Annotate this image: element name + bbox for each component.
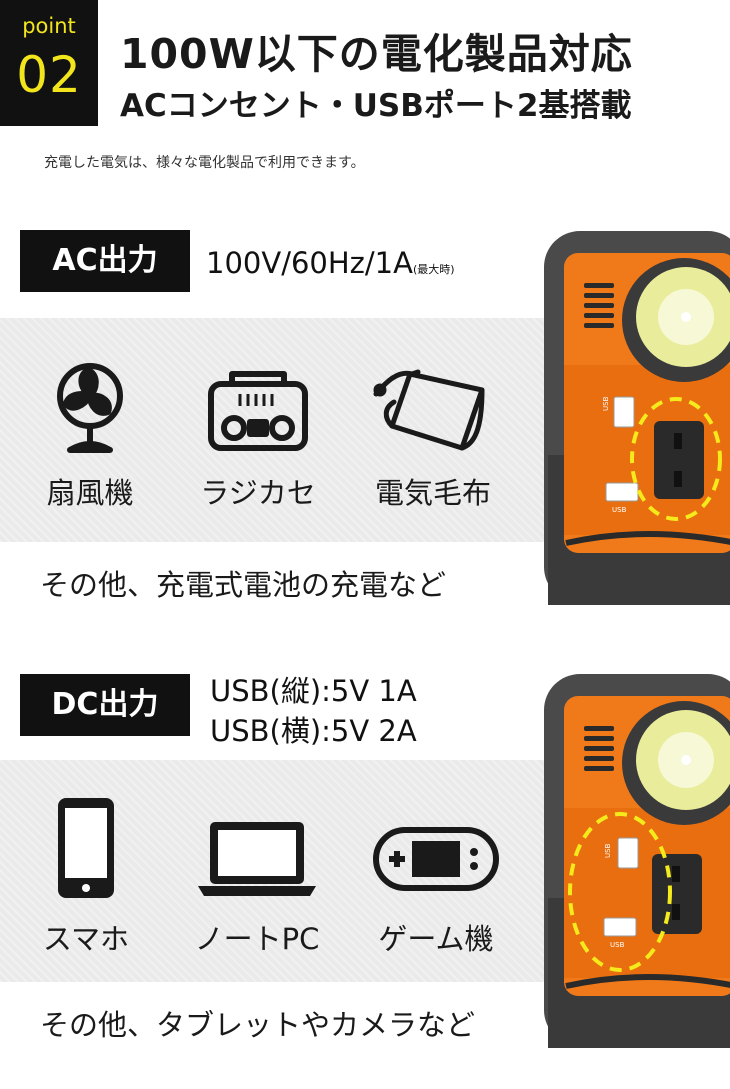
page-description: 充電した電気は、様々な電化製品で利用できます。 — [44, 155, 365, 171]
electric-blanket-icon — [370, 360, 490, 460]
dc-spec-line-2: USB(横):5V 2A — [210, 714, 417, 748]
fan-icon — [40, 358, 140, 458]
dc-other-text: その他、タブレットやカメラなど — [40, 1008, 476, 1042]
laptop-label: ノートPC — [194, 922, 320, 956]
ac-device-usb-label-2: USB — [612, 506, 627, 514]
radio-cassette-icon — [206, 364, 310, 454]
device-image-dc: USB USB — [536, 668, 730, 1048]
radio-label: ラジカセ — [200, 476, 316, 510]
point-number: 02 — [16, 46, 82, 104]
device-image-ac: USB USB — [536, 225, 730, 605]
dc-spec-line-1: USB(縦):5V 1A — [210, 674, 417, 708]
page-subtitle: ACコンセント・USBポート2基搭載 — [120, 88, 632, 124]
ac-spec-note: (最大時) — [412, 263, 455, 276]
page-title: 100W以下の電化製品対応 — [120, 30, 633, 78]
smartphone-icon — [56, 796, 116, 900]
laptop-icon — [196, 820, 318, 898]
smartphone-label: スマホ — [42, 922, 130, 956]
dc-device-usb-label-1: USB — [604, 843, 612, 858]
point-word: point — [22, 14, 76, 38]
ac-other-text: その他、充電式電池の充電など — [40, 568, 447, 602]
game-console-icon — [372, 826, 500, 892]
dc-output-label: DC出力 — [20, 674, 190, 736]
point-badge: point 02 — [0, 0, 98, 126]
ac-output-spec: 100V/60Hz/1A(最大時) — [206, 246, 455, 280]
game-console-label: ゲーム機 — [378, 922, 494, 956]
ac-spec-main: 100V/60Hz/1A — [206, 246, 413, 280]
ac-device-usb-label-1: USB — [602, 396, 610, 411]
dc-device-usb-label-2: USB — [610, 941, 625, 949]
fan-label: 扇風機 — [46, 476, 134, 510]
blanket-label: 電気毛布 — [374, 476, 491, 510]
ac-output-label: AC出力 — [20, 230, 190, 292]
